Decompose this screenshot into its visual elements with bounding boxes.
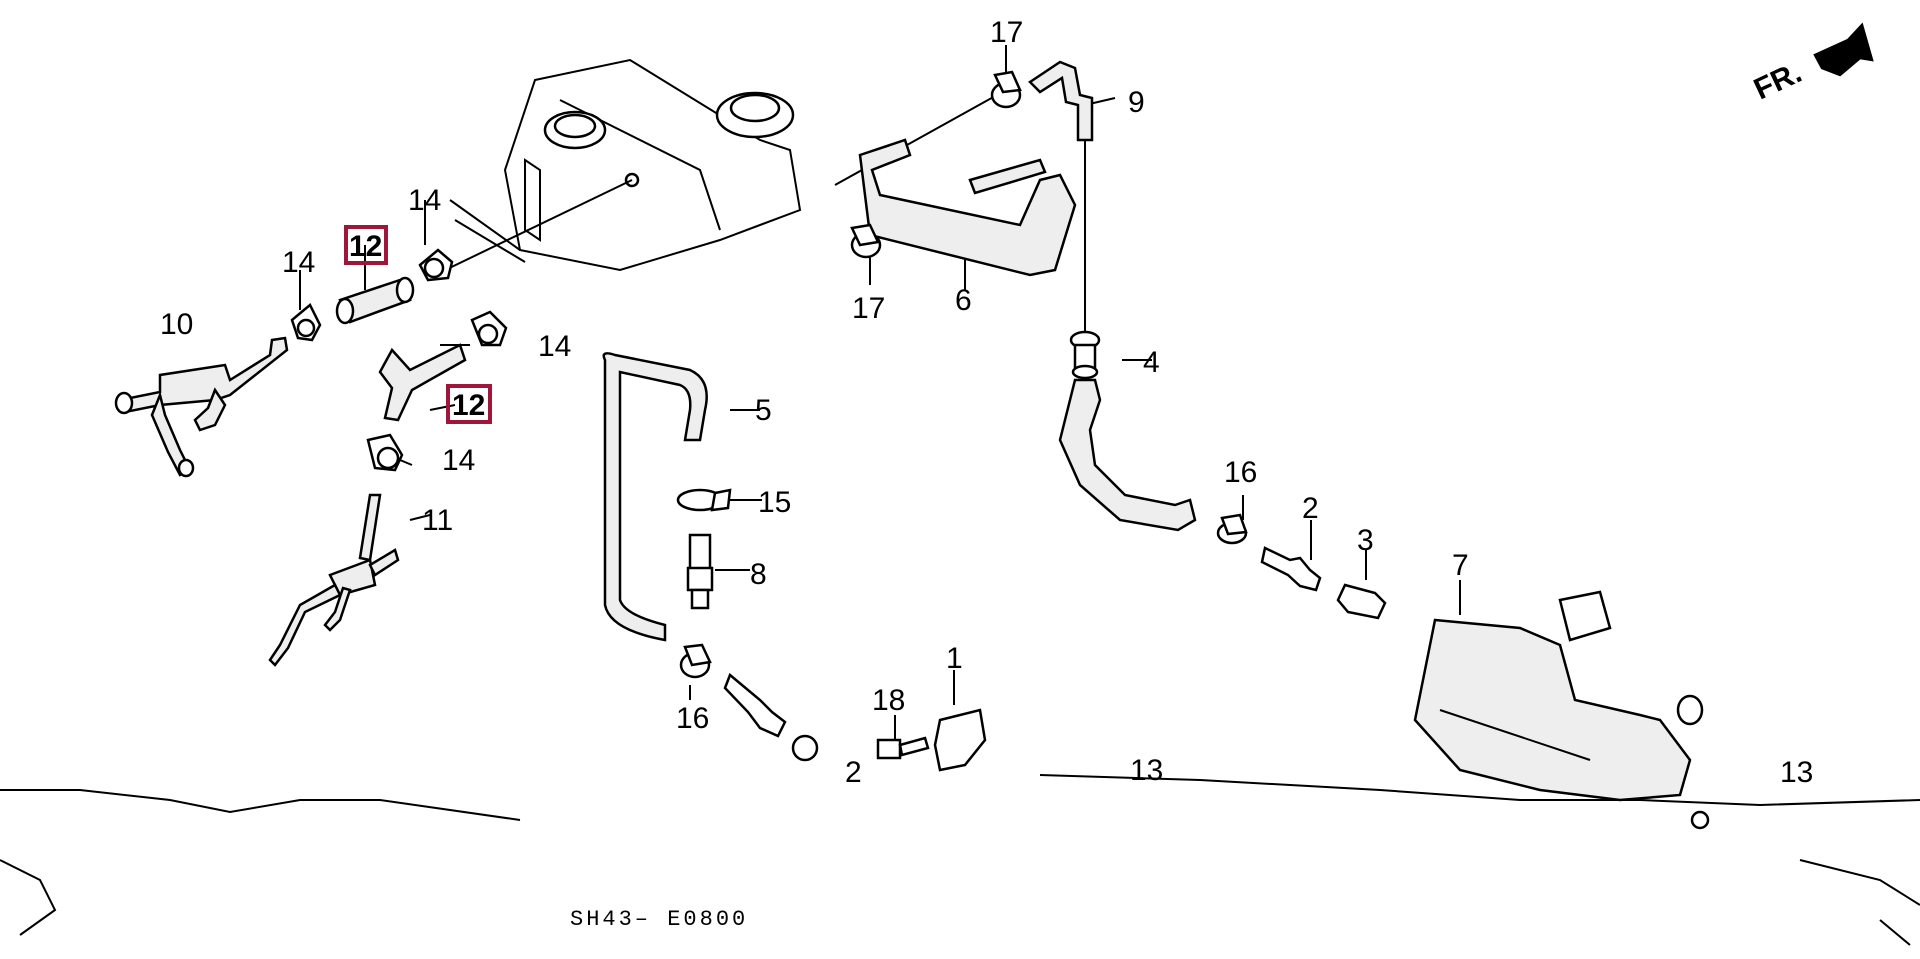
clamp-16a xyxy=(1216,513,1248,545)
callout-8[interactable]: 8 xyxy=(750,558,767,591)
clamp-17b xyxy=(850,223,882,259)
callout-14[interactable]: 14 xyxy=(538,330,571,363)
clamp-14b xyxy=(418,248,454,282)
grommet-4 xyxy=(1069,330,1101,380)
clamp-15 xyxy=(676,488,732,512)
callout-15[interactable]: 15 xyxy=(758,486,791,519)
callout-18[interactable]: 18 xyxy=(872,684,905,717)
clamp-14c xyxy=(470,310,508,347)
front-label: FR. xyxy=(1749,56,1807,106)
callout-17[interactable]: 17 xyxy=(990,16,1023,49)
callout-5[interactable]: 5 xyxy=(755,394,772,427)
callout-1[interactable]: 1 xyxy=(946,642,963,675)
fitting-8 xyxy=(686,533,714,610)
callout-2[interactable]: 2 xyxy=(1302,492,1319,525)
callout-3[interactable]: 3 xyxy=(1357,524,1374,557)
pcv-valve-2a xyxy=(1260,546,1322,592)
bolt-18 xyxy=(876,736,930,760)
front-direction-indicator: FR. xyxy=(1749,22,1874,106)
callout-7[interactable]: 7 xyxy=(1452,549,1469,582)
callout-11[interactable]: 11 xyxy=(422,504,453,537)
hose-5 xyxy=(602,352,708,642)
callout-12-highlighted[interactable]: 12 xyxy=(452,389,485,422)
callout-2[interactable]: 2 xyxy=(845,756,862,789)
callout-13[interactable]: 13 xyxy=(1780,756,1813,789)
callout-17[interactable]: 17 xyxy=(852,292,885,325)
bracket-1 xyxy=(933,708,987,772)
callout-14[interactable]: 14 xyxy=(282,246,315,279)
callout-16[interactable]: 16 xyxy=(1224,456,1257,489)
clamp-16b xyxy=(679,643,712,679)
callouts: 17 9 14 12 14 10 17 6 14 4 12 5 14 11 16… xyxy=(160,16,1813,789)
pcv-valve-2b xyxy=(723,672,819,762)
clamp-17a xyxy=(990,70,1022,109)
hose-6 xyxy=(858,138,1077,277)
callout-4[interactable]: 4 xyxy=(1143,346,1160,379)
callout-10[interactable]: 10 xyxy=(160,308,193,341)
hose-12-lower xyxy=(378,343,467,422)
engine-cover-drawing xyxy=(449,58,802,272)
grommet-3 xyxy=(1336,583,1387,620)
callout-12-highlighted[interactable]: 12 xyxy=(349,230,382,263)
tube-9 xyxy=(1028,60,1094,142)
clamp-14d xyxy=(366,433,404,472)
highlight-box xyxy=(344,225,388,265)
callout-6[interactable]: 6 xyxy=(955,284,972,317)
highlight-box xyxy=(446,384,492,424)
callout-14[interactable]: 14 xyxy=(442,444,475,477)
diagram-code: SH43– E0800 xyxy=(570,907,748,932)
hose-assembly-11 xyxy=(268,493,400,667)
hose-12-upper xyxy=(335,276,415,325)
callout-9[interactable]: 9 xyxy=(1128,86,1145,119)
part-7 xyxy=(1413,590,1704,802)
leader-lines xyxy=(299,45,1461,740)
lower-engine-fragment xyxy=(0,774,1920,946)
clamp-14a xyxy=(290,303,322,342)
callout-16[interactable]: 16 xyxy=(676,702,709,735)
hose-to-pcv xyxy=(1058,378,1197,532)
callout-14[interactable]: 14 xyxy=(408,184,441,217)
hose-assembly-10 xyxy=(114,336,289,478)
callout-13[interactable]: 13 xyxy=(1130,754,1163,787)
